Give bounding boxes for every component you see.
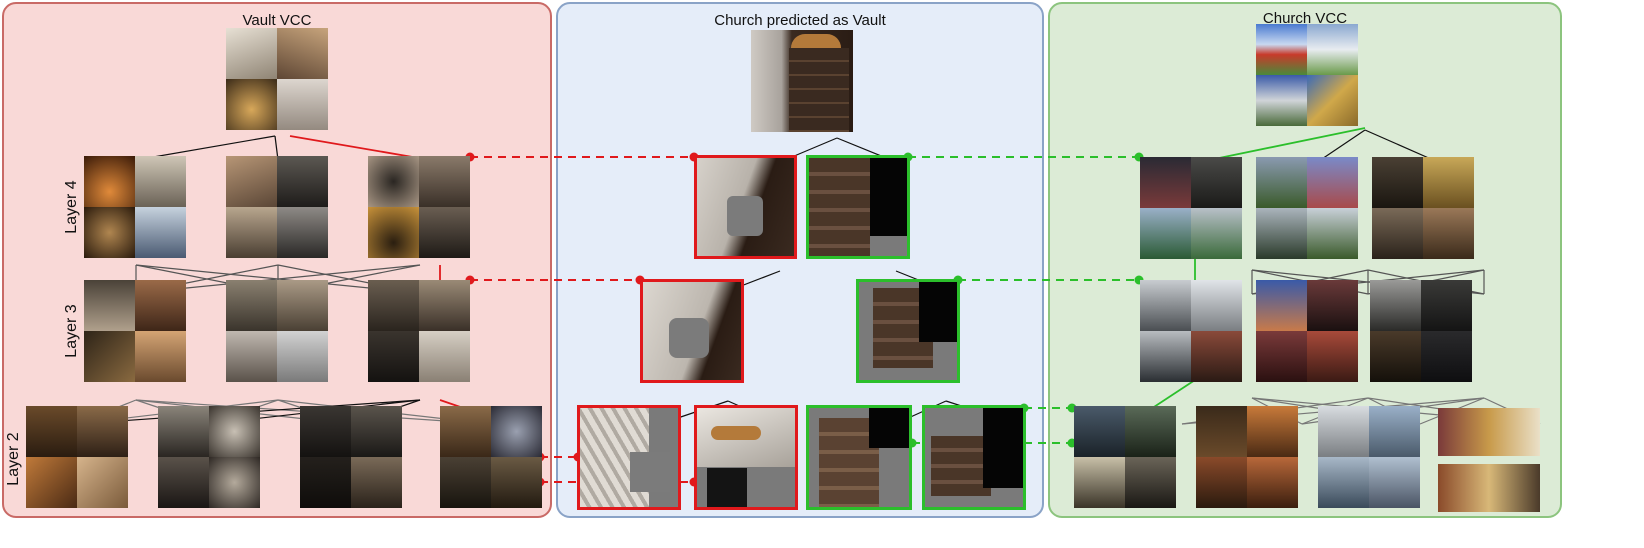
church-layer4-image-1 xyxy=(1140,157,1242,259)
church-layer2-image-1 xyxy=(1074,406,1176,508)
middle-layer3-crop-red xyxy=(640,279,744,383)
middle-layer4-crop-green xyxy=(806,155,910,259)
church-layer2-image-2 xyxy=(1196,406,1298,508)
vault-layer3-image-3 xyxy=(368,280,470,382)
vault-layer4-image-2 xyxy=(226,156,328,258)
vault-layer2-image-1 xyxy=(26,406,128,508)
church-layer3-image-2 xyxy=(1256,280,1358,382)
middle-layer2-crop-red-2 xyxy=(694,405,798,510)
middle-layer2-crop-green-2 xyxy=(922,405,1026,510)
church-root-image xyxy=(1256,24,1358,126)
church-layer4-image-2 xyxy=(1256,157,1358,259)
church-vcc-title: Church VCC xyxy=(1262,10,1348,27)
vault-layer2-image-4 xyxy=(440,406,542,508)
vault-layer4-image-3 xyxy=(368,156,470,258)
church-layer3-image-1 xyxy=(1140,280,1242,382)
church-layer4-image-3 xyxy=(1372,157,1474,259)
middle-layer4-crop-red xyxy=(694,155,797,259)
green-correspondences xyxy=(908,156,1139,444)
vault-vcc-title: Vault VCC xyxy=(242,12,312,29)
church-layer3-image-3 xyxy=(1370,280,1472,382)
middle-layer2-crop-green-1 xyxy=(806,405,912,510)
church-layer2-image-3 xyxy=(1318,406,1420,508)
vault-layer3-image-2 xyxy=(226,280,328,382)
middle-layer3-crop-green xyxy=(856,279,960,383)
vault-layer2-image-3 xyxy=(300,406,402,508)
middle-root-image xyxy=(751,30,853,132)
vault-layer2-image-2 xyxy=(158,406,260,508)
church-layer2-image-4 xyxy=(1438,408,1540,512)
vault-layer3-image-1 xyxy=(84,280,186,382)
church-predicted-title: Church predicted as Vault xyxy=(714,12,886,29)
middle-layer2-crop-red-1 xyxy=(577,405,681,510)
vault-root-image xyxy=(226,28,328,130)
vault-layer4-image-1 xyxy=(84,156,186,258)
